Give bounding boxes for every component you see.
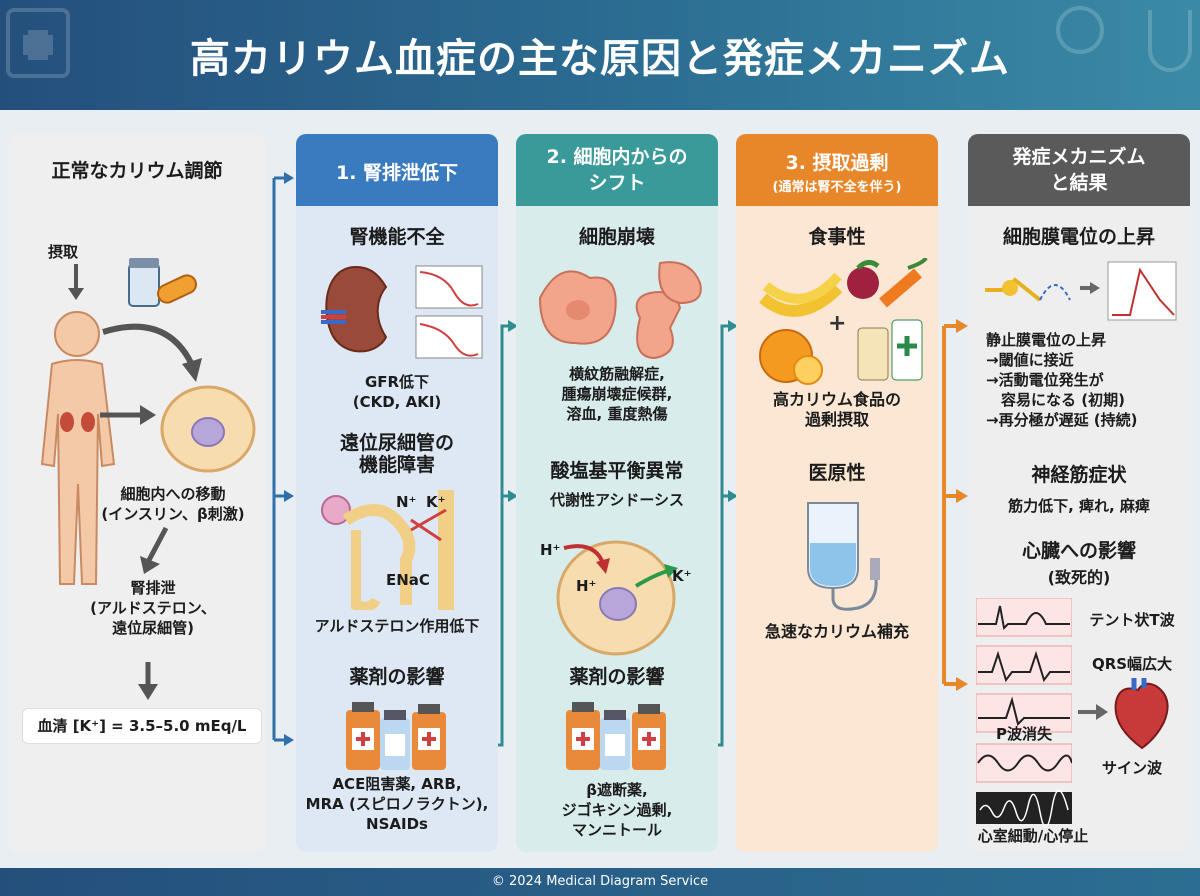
heart-icon [1114,678,1169,750]
col2-s2-title: 酸塩基平衡異常 [550,460,684,482]
col1-s2-text: アルドステロン作用低下 [314,617,480,635]
stethoscope-icon [1056,6,1192,72]
medicine-bottles-icon [346,702,446,770]
serum-k-value: 血清 [K⁺] = 3.5–5.0 mEq/L [37,717,247,735]
acidosis-cell-icon [556,540,678,656]
col1-s3-title: 薬剤の影響 [349,666,445,688]
col3-s2-text: 急速なカリウム補充 [764,622,909,641]
membrane-potential-icon [985,261,1177,321]
col4-s1-title: 細胞膜電位の上昇 [1002,226,1155,248]
col4-s2-title: 神経筋症状 [1031,464,1127,486]
col2-header: 2. 細胞内からの シフト [516,134,718,206]
col1-header: 1. 腎排泄低下 [296,134,498,206]
header-banner: 高カリウム血症の主な原因と発症メカニズム [0,0,1200,110]
col1-na-label: N⁺ [396,493,417,511]
excess-intake-panel: 3. 摂取過剰 (通常は腎不全を伴う) 食事性 + 高カリウム食品の 過剰摂取 … [736,134,938,852]
ecg-strips [976,598,1072,828]
normal-regulation-panel: 正常なカリウム調節 摂取 細胞内への移動 (インスリン、β刺激) 腎排泄 (アル… [8,134,266,852]
mechanism-panel: 発症メカニズム と結果 細胞膜電位の上昇 静止膜電位の上昇 →閾値に接近 →活動… [968,134,1190,852]
col4-header: 発症メカニズム と結果 [968,134,1190,206]
col4-s3-sub: (致死的) [1047,568,1111,587]
broken-cells-icon [538,261,702,360]
arrow-to-serum [138,662,158,700]
col2-s2-sub: 代謝性アシドーシス [549,491,685,509]
iv-bag-icon [807,502,880,611]
col1-header-text: 1. 腎排泄低下 [335,162,459,184]
col2-k-label: K⁺ [672,567,692,585]
renal-excretion-panel: 1. 腎排泄低下 腎機能不全 GFR低下 (CKD, AKI) 遠位尿細管の 機… [296,134,498,852]
col3-s1-text: 高カリウム食品の 過剰摂取 [772,390,901,429]
col2-s3-text: β遮断薬, ジゴキシン過剰, マンニトール [561,781,673,839]
ecg-label-3: P波消失 [996,725,1052,743]
col2-s1-title: 細胞崩壊 [578,226,655,248]
intake-label: 摂取 [48,243,79,261]
col1-s3-text: ACE阻害薬, ARB, MRA (スピロノラクトン), NSAIDs [305,775,489,833]
col2-s3-title: 薬剤の影響 [569,666,665,688]
serum-k-box [22,708,262,744]
normal-heading: 正常なカリウム調節 [51,160,223,182]
ecg-label-4: サイン波 [1101,759,1162,777]
page-title: 高カリウム血症の主な原因と発症メカニズム [190,36,1010,82]
col2-header-text: 2. 細胞内からの シフト [546,146,688,194]
intracellular-shift-panel: 2. 細胞内からの シフト 細胞崩壊 横紋筋融解症, 腫瘍崩壊症候群, 溶血, … [516,134,718,852]
nephron-icon [321,490,454,610]
clipboard-icon [6,8,70,78]
gfr-graph-icon [415,265,483,359]
col2-h2-label: H⁺ [576,577,597,595]
cell-icon [160,385,256,473]
col3-header-text: 3. 摂取過剰 [785,152,889,174]
ecg-label-1: テント状T波 [1089,611,1175,629]
col3-header: 3. 摂取過剰 (通常は腎不全を伴う) [736,134,938,206]
arrow-to-cell [100,405,156,425]
col3-header-sub: (通常は腎不全を伴う) [772,180,902,195]
col1-s1-text: GFR低下 (CKD, AKI) [352,373,442,411]
cell-shift-text: 細胞内への移動 (インスリン、β刺激) [101,485,245,523]
col2-h1-label: H⁺ [540,541,561,559]
col1-s1-title: 腎機能不全 [349,226,445,248]
foods-icon: + [759,258,928,385]
col1-k-label: K⁺ [426,493,446,511]
curved-arrow-to-cell [102,323,202,382]
ecg-label-2: QRS幅広大 [1091,655,1173,673]
col4-s2-text: 筋力低下, 痺れ, 麻痺 [1008,497,1150,515]
arrow-to-heart [1078,704,1108,720]
col4-s3-title: 心臓への影響 [1021,540,1136,562]
kidney-icon [321,265,388,353]
arrow-to-renal [140,526,169,574]
col3-s2-title: 医原性 [808,462,866,484]
col1-s2-title: 遠位尿細管の 機能障害 [339,432,454,476]
col4-header-text: 発症メカニズム と結果 [1012,146,1146,194]
medicine-bottle-icon [128,258,197,307]
human-body-icon [40,311,116,585]
col2-s1-text: 横紋筋融解症, 腫瘍崩壊症候群, 溶血, 重度熱傷 [561,365,673,423]
svg-text:+: + [828,311,846,336]
renal-excretion-text: 腎排泄 (アルドステロン、 遠位尿細管) [90,579,216,637]
col3-s1-title: 食事性 [808,226,866,248]
footer-copyright: © 2024 Medical Diagram Service [0,868,1200,896]
ecg-label-5: 心室細動/心停止 [977,827,1089,845]
col4-s1-text: 静止膜電位の上昇 →閾値に接近 →活動電位発生が 容易になる (初期) →再分極… [986,331,1138,429]
intake-arrow [68,264,84,300]
medicine-bottles-icon-2 [566,702,666,770]
col1-enac-label: ENaC [386,571,430,589]
